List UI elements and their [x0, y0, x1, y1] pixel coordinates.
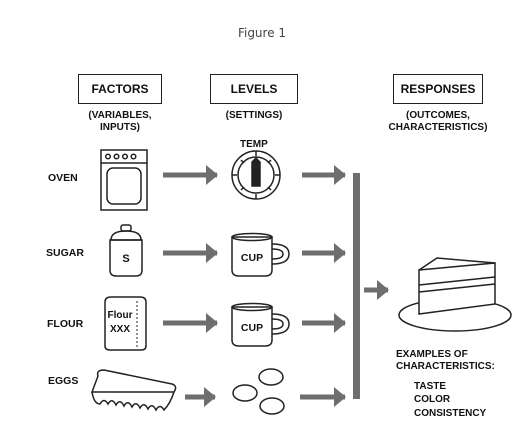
- levels-header: LEVELS: [210, 74, 298, 104]
- levels-subtitle: (SETTINGS): [225, 110, 283, 121]
- figure-title: Figure 1: [237, 26, 287, 40]
- sugar-jar-icon: S: [109, 224, 143, 277]
- flour-bag-label-1: Flour: [108, 310, 133, 321]
- responses-subtitle: (OUTCOMES, CHARACTERISTICS): [388, 110, 488, 133]
- eggs-icon: [232, 368, 285, 415]
- factors-header: FACTORS: [78, 74, 162, 104]
- temperature-dial-icon: [231, 150, 281, 200]
- flour-cup-icon: CUP: [231, 302, 290, 347]
- flour-cup-label: CUP: [241, 322, 263, 334]
- oven-icon: [100, 149, 148, 211]
- factor-label-flour: FLOUR: [47, 318, 84, 330]
- flour-bag-label-2: XXX: [110, 324, 130, 335]
- example-color: COLOR: [414, 394, 451, 405]
- responses-header: RESPONSES: [393, 74, 483, 104]
- sugar-cup-label: CUP: [241, 252, 263, 264]
- temp-label: TEMP: [240, 139, 268, 150]
- sugar-cup-icon: CUP: [231, 232, 290, 277]
- egg-carton-icon: [90, 369, 177, 412]
- example-consistency: CONSISTENCY: [414, 408, 487, 419]
- examples-heading: EXAMPLES OF CHARACTERISTICS:: [396, 349, 495, 372]
- factor-label-oven: OVEN: [48, 172, 78, 184]
- flour-bag-icon: Flour XXX: [104, 296, 147, 351]
- example-taste: TASTE: [414, 381, 447, 392]
- level-to-response-arrows: [300, 165, 346, 407]
- factor-to-level-arrows: [163, 165, 218, 407]
- factor-label-sugar: SUGAR: [46, 247, 84, 259]
- cake-icon: [398, 257, 512, 332]
- collector-bar: [353, 173, 360, 399]
- sugar-jar-label: S: [122, 253, 129, 265]
- factors-subtitle: (VARIABLES, INPUTS): [88, 110, 152, 133]
- factor-label-eggs: EGGS: [48, 375, 79, 387]
